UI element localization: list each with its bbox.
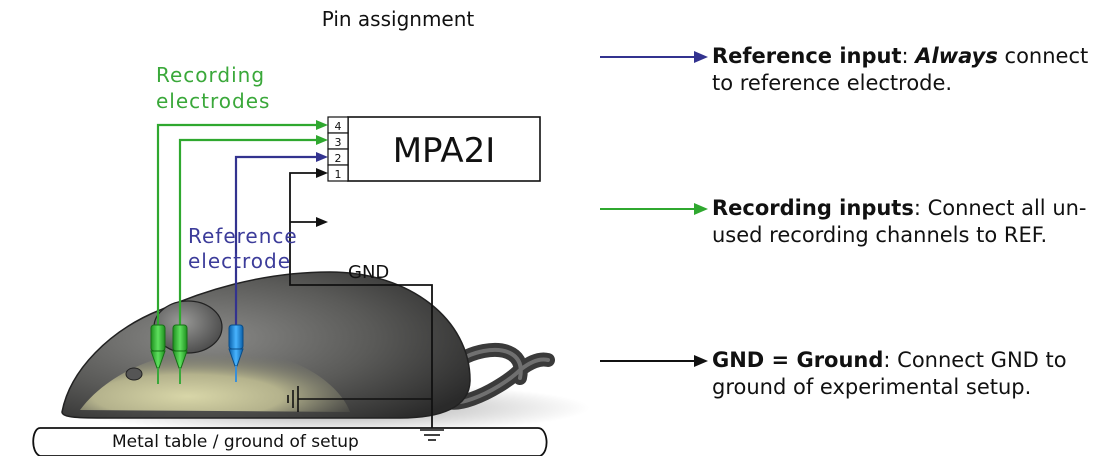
recording-electrodes-label-line2: electrodes bbox=[156, 89, 270, 113]
ground-wire-arrow-1 bbox=[316, 168, 328, 178]
legend-ground-rest: : Connect GND to bbox=[883, 348, 1067, 372]
mouse-belly bbox=[80, 349, 350, 412]
legend-ground-title: GND = Ground bbox=[712, 348, 884, 372]
legend-reference-line1: Reference input: Always connect bbox=[712, 43, 1088, 70]
legend-reference-arrow bbox=[600, 51, 708, 63]
metal-table-label: Metal table / ground of setup bbox=[112, 432, 359, 452]
reference-wire bbox=[234, 155, 318, 340]
pin-label-4: 4 bbox=[335, 120, 342, 133]
legend-reference-colon: : bbox=[901, 44, 916, 68]
recording-wire-arrow-3 bbox=[316, 135, 328, 145]
legend-reference: Reference input: Always connect to refer… bbox=[712, 43, 1088, 97]
pin-label-2: 2 bbox=[335, 152, 342, 165]
reference-wire-arrow bbox=[316, 152, 328, 162]
recording-wire-arrow-4 bbox=[316, 120, 328, 130]
pin-label-1: 1 bbox=[335, 168, 342, 181]
metal-table bbox=[32, 427, 548, 456]
legend-ground-line2: ground of experimental setup. bbox=[712, 375, 1032, 399]
legend-recording-title: Recording inputs bbox=[712, 196, 914, 220]
mpa2i-device: MPA2I 4 3 2 1 bbox=[327, 116, 541, 182]
table-ground-icon bbox=[420, 429, 444, 441]
pin-label-3: 3 bbox=[335, 136, 342, 149]
reference-electrode-pin bbox=[228, 324, 244, 382]
reference-electrode-label-line1: Reference bbox=[188, 224, 298, 248]
mouse-eye bbox=[125, 367, 143, 381]
recording-electrode-pin-1 bbox=[150, 324, 166, 384]
legend-recording-line1: Recording inputs: Connect all un- bbox=[712, 195, 1087, 222]
recording-electrode-pin-2 bbox=[172, 324, 188, 384]
legend-reference-emphasis: Always bbox=[915, 44, 998, 68]
legend-recording-arrow bbox=[600, 203, 708, 215]
gnd-label: GND bbox=[348, 262, 389, 283]
reference-electrode-label-line2: electrode bbox=[188, 249, 291, 273]
recording-wires bbox=[156, 123, 318, 345]
ground-wire bbox=[289, 172, 433, 428]
legend-reference-line2: to reference electrode. bbox=[712, 71, 953, 95]
recording-electrodes-label-line1: Recording bbox=[156, 63, 265, 87]
ground-wire-arrow-branch bbox=[316, 217, 328, 227]
legend-ground: GND = Ground: Connect GND to ground of e… bbox=[712, 347, 1067, 401]
legend-ground-arrow bbox=[600, 355, 708, 367]
body-ground-icon bbox=[287, 386, 432, 412]
diagram-title: Pin assignment bbox=[322, 7, 475, 31]
legend-recording: Recording inputs: Connect all un- used r… bbox=[712, 195, 1087, 249]
legend-ground-line1: GND = Ground: Connect GND to bbox=[712, 347, 1067, 374]
legend-recording-line2: used recording channels to REF. bbox=[712, 223, 1048, 247]
legend-reference-rest: connect bbox=[997, 44, 1089, 68]
device-name: MPA2I bbox=[393, 131, 496, 171]
legend-recording-rest: : Connect all un- bbox=[913, 196, 1087, 220]
legend-reference-title: Reference input bbox=[712, 44, 902, 68]
